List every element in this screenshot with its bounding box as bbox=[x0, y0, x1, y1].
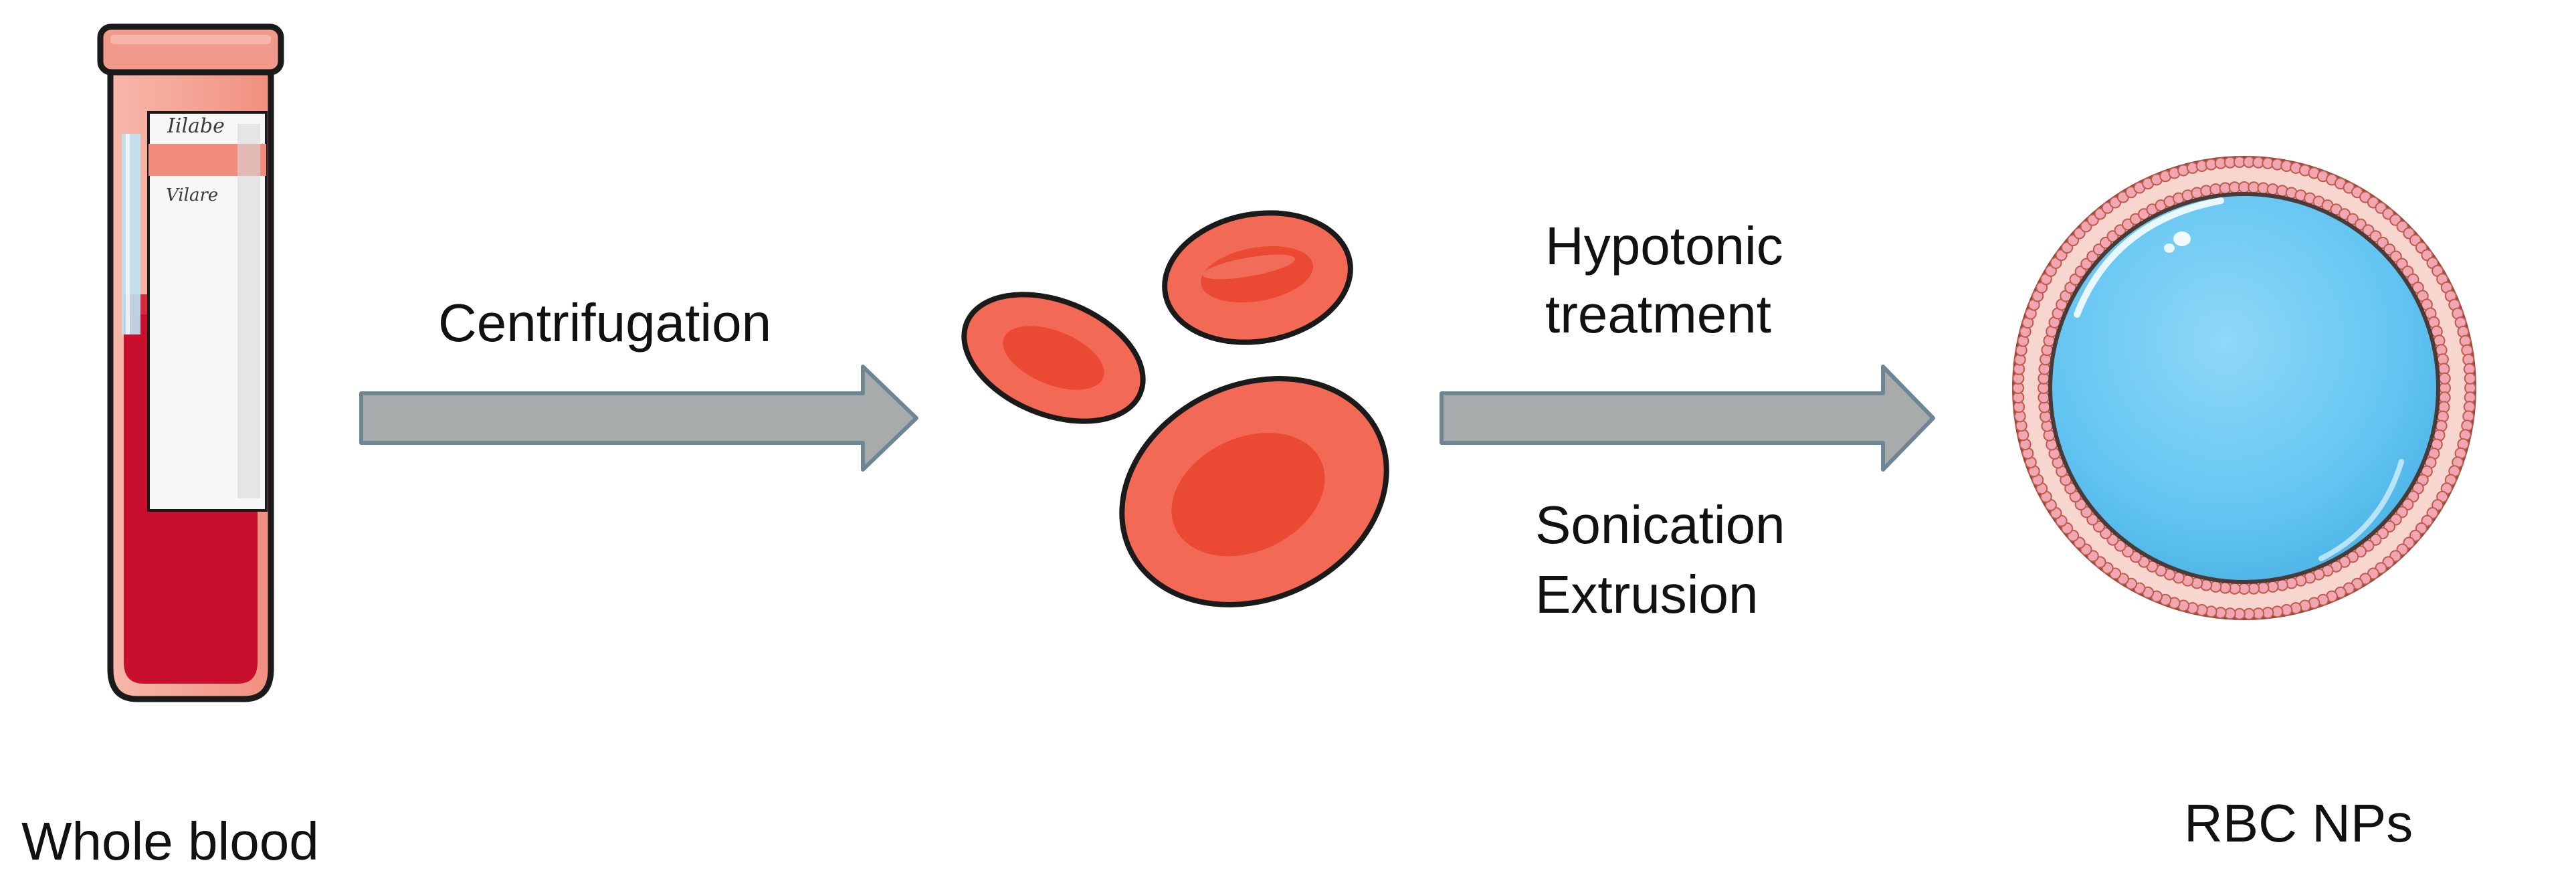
lipid-head bbox=[2438, 372, 2451, 385]
label-treatment: treatment bbox=[1545, 284, 1771, 344]
label-centrifugation: Centrifugation bbox=[438, 293, 771, 353]
lipid-head bbox=[2464, 372, 2476, 385]
tube-sticker: Iilabe Vilare bbox=[147, 111, 268, 512]
tube-cap bbox=[97, 23, 284, 76]
label-hypotonic: Hypotonic bbox=[1545, 216, 1783, 276]
rbc-top bbox=[1162, 210, 1353, 345]
label-whole-blood: Whole blood bbox=[21, 811, 319, 871]
np-lipid-heads-outer bbox=[2012, 156, 2476, 620]
label-extrusion: Extrusion bbox=[1535, 565, 1758, 624]
tube-sticker-text-2: Vilare bbox=[166, 185, 218, 205]
label-sonication: Sonication bbox=[1535, 495, 1785, 555]
rbc-bottom bbox=[1119, 376, 1389, 607]
tube-highlight bbox=[122, 134, 140, 334]
tube-sticker-text-1: Iilabe bbox=[167, 114, 225, 138]
np-lipid-heads-inner bbox=[2038, 181, 2451, 595]
rbc-left bbox=[961, 292, 1146, 424]
rbc-nanoparticle-icon bbox=[2012, 156, 2476, 620]
blood-tube-icon: Iilabe Vilare bbox=[97, 23, 284, 702]
np-core bbox=[2048, 192, 2440, 584]
arrow-hypotonic-sonication bbox=[1440, 365, 1935, 472]
red-blood-cells-icon bbox=[961, 210, 1389, 607]
arrow-centrifugation bbox=[359, 365, 918, 472]
np-gloss bbox=[2074, 197, 2224, 318]
label-rbc-nps: RBC NPs bbox=[2184, 793, 2413, 853]
